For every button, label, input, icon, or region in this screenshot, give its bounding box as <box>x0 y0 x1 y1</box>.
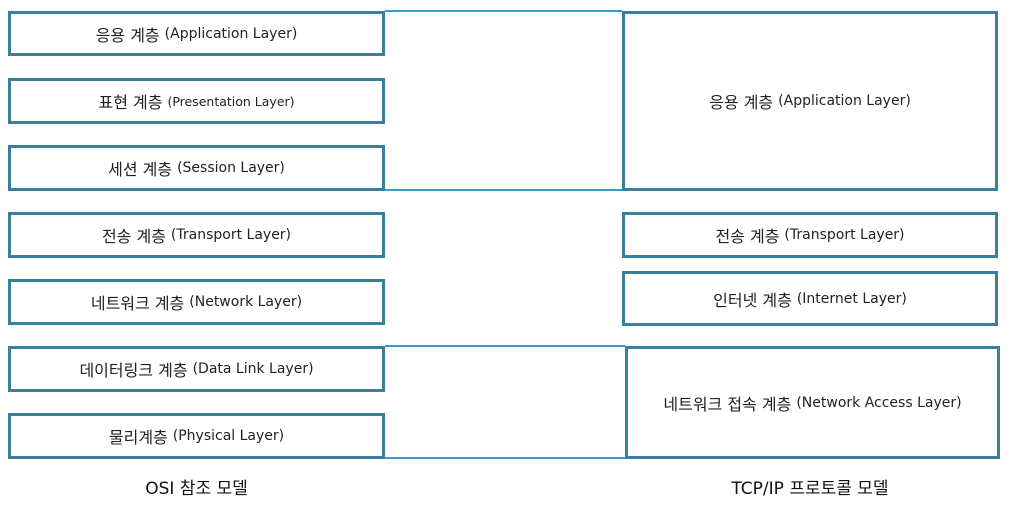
layer-korean-label: 응용 계층 <box>709 93 774 112</box>
layer-korean-label: 네트워크 접속 계층 <box>663 394 792 414</box>
layer-english-label: (Network Layer) <box>189 294 303 310</box>
osi-model-caption: OSI 참조 모델 <box>145 479 248 499</box>
osi-presentation-layer: 표현 계층 (Presentation Layer) <box>8 78 385 124</box>
layer-korean-label: 데이터링크 계층 <box>79 361 188 380</box>
osi-physical-layer: 물리계층 (Physical Layer) <box>8 413 385 459</box>
osi-session-layer: 세션 계층 (Session Layer) <box>8 145 385 191</box>
osi-data-link-layer: 데이터링크 계층 (Data Link Layer) <box>8 346 385 392</box>
layer-korean-label: 응용 계층 <box>95 25 160 45</box>
layer-korean-label: 전송 계층 <box>715 227 780 246</box>
tcpip-internet-layer: 인터넷 계층 (Internet Layer) <box>622 271 998 326</box>
tcpip-application-layer: 응용 계층 (Application Layer) <box>622 11 998 191</box>
layer-english-label: (Network Access Layer) <box>796 394 962 411</box>
layer-english-label: (Internet Layer) <box>796 290 907 307</box>
layer-korean-label: 물리계층 <box>108 428 168 447</box>
tcpip-transport-layer: 전송 계층 (Transport Layer) <box>622 212 998 258</box>
layer-english-label: (Transport Layer) <box>784 227 905 243</box>
tcpip-network-access-layer: 네트워크 접속 계층 (Network Access Layer) <box>625 346 1000 459</box>
layer-korean-label: 전송 계층 <box>101 227 166 246</box>
layer-korean-label: 세션 계층 <box>108 160 173 179</box>
layer-english-label: (Application Layer) <box>778 93 911 109</box>
layer-korean-label: 네트워크 계층 <box>90 294 185 313</box>
layer-english-label: (Session Layer) <box>177 160 285 176</box>
osi-application-layer: 응용 계층 (Application Layer) <box>8 11 385 56</box>
layer-english-label: (Presentation Layer) <box>167 93 295 109</box>
layer-english-label: (Physical Layer) <box>172 428 285 444</box>
layer-korean-label: 인터넷 계층 <box>713 290 792 310</box>
layer-english-label: (Transport Layer) <box>170 227 292 243</box>
layer-english-label: (Application Layer) <box>164 25 298 42</box>
osi-network-layer: 네트워크 계층 (Network Layer) <box>8 279 385 325</box>
layer-korean-label: 표현 계층 <box>98 93 163 112</box>
tcpip-model-caption: TCP/IP 프로토콜 모델 <box>731 479 889 499</box>
osi-transport-layer: 전송 계층 (Transport Layer) <box>8 212 385 258</box>
layer-english-label: (Data Link Layer) <box>192 361 314 377</box>
